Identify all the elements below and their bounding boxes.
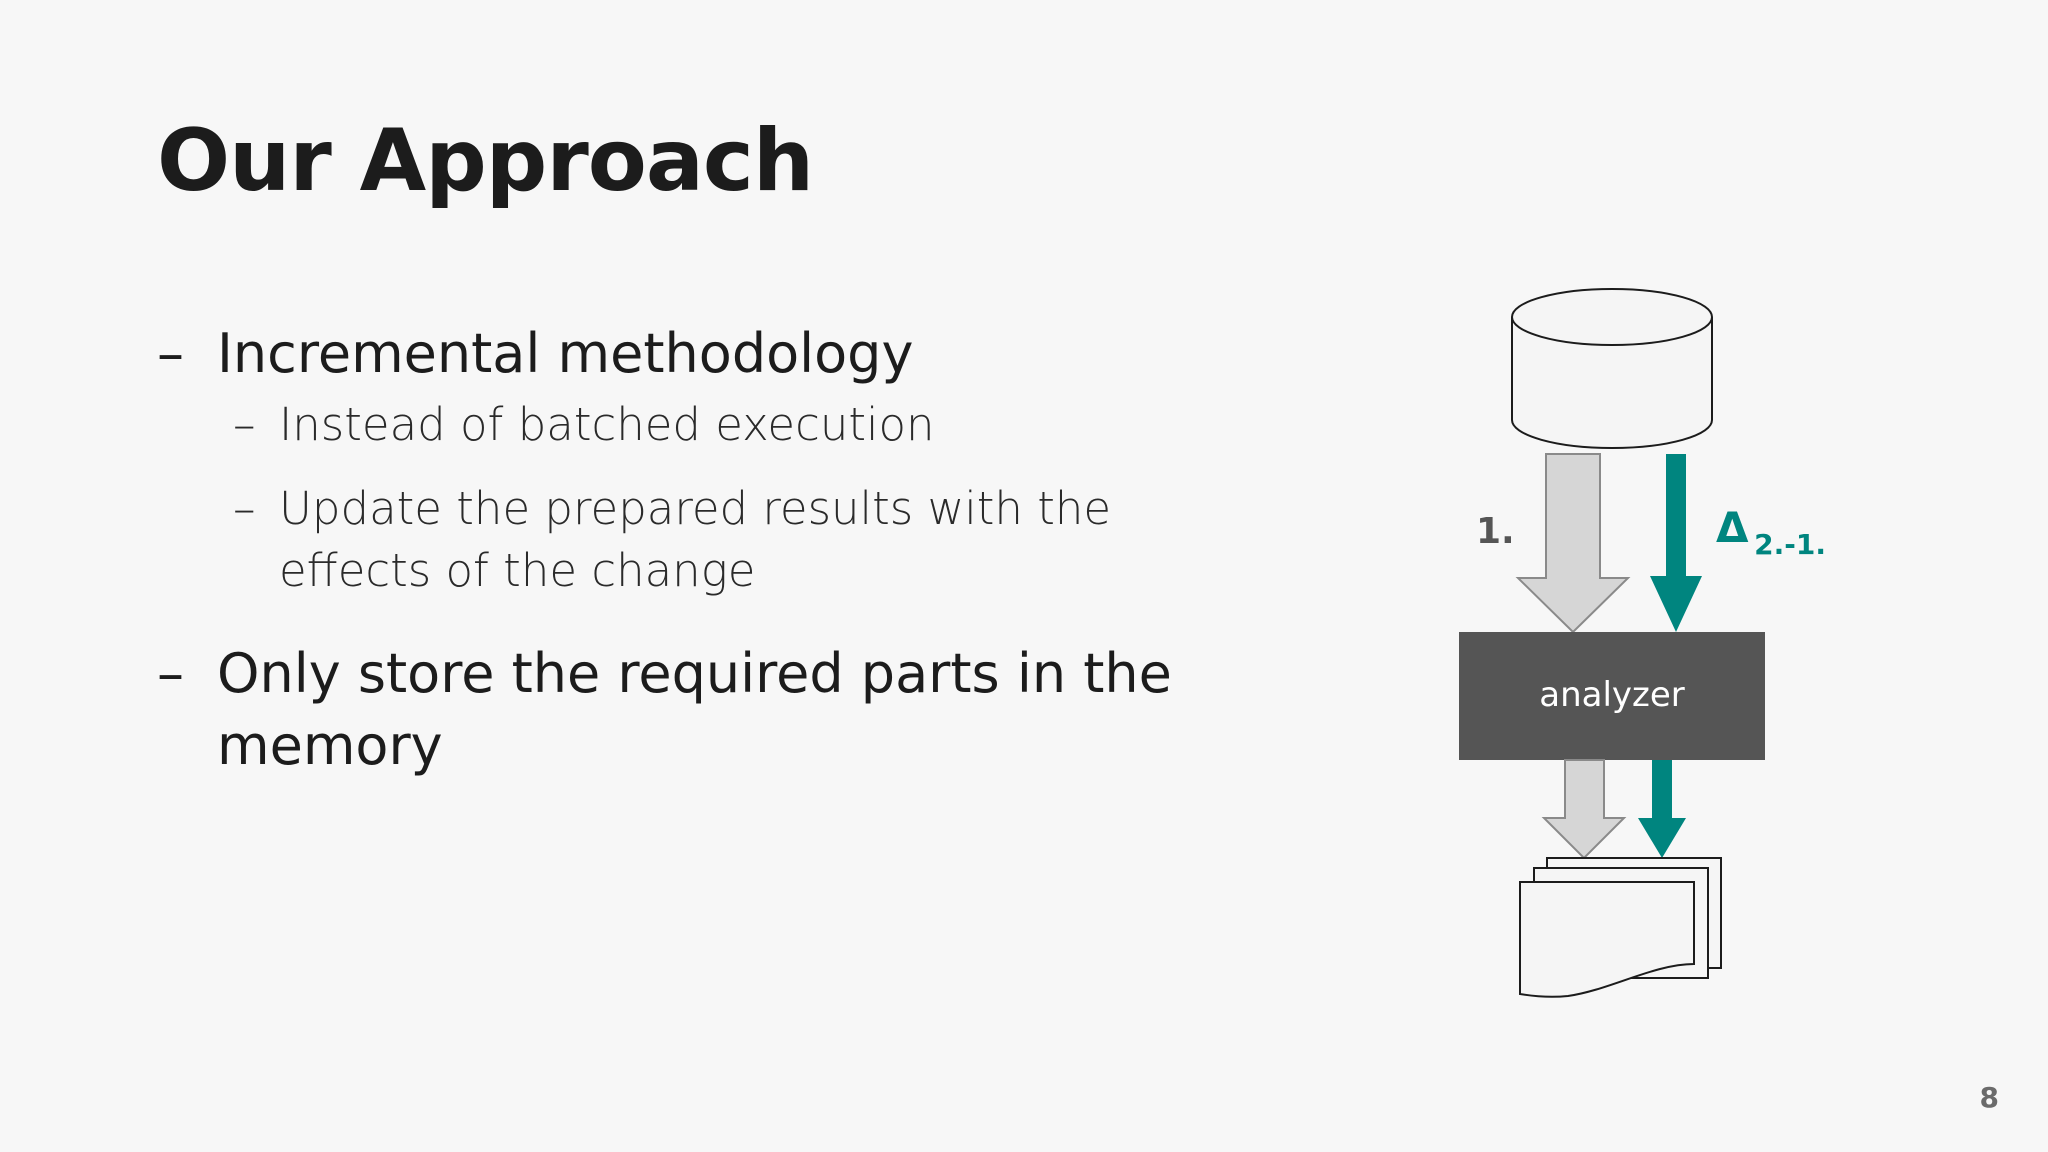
delta-output-arrow	[1638, 760, 1686, 858]
sub-bullet-item: – Update the prepared results with the e…	[233, 478, 1129, 602]
delta-input-arrow	[1650, 454, 1702, 632]
incremental-analysis-diagram: 1. Δ 2.-1. analyzer	[1459, 288, 1826, 998]
database-icon	[1511, 288, 1713, 449]
bullet-text: Incremental methodology	[217, 322, 914, 385]
full-input-arrow	[1515, 453, 1631, 634]
delta-symbol: Δ	[1716, 503, 1749, 552]
analyzer-box	[1459, 632, 1765, 760]
step-label: 1.	[1476, 511, 1515, 552]
bullet-text: Instead of batched execution	[279, 398, 935, 451]
bullet-dash: –	[157, 322, 184, 385]
page-number: 8	[1979, 1081, 1999, 1114]
bullet-text: Update the prepared results with the eff…	[279, 482, 1112, 597]
bullet-item: – Incremental methodology	[157, 318, 1157, 390]
bullet-dash: –	[157, 642, 184, 705]
sub-bullet-item: – Instead of batched execution	[233, 394, 1157, 456]
delta-label: Δ 2.-1.	[1716, 503, 1826, 561]
delta-subscript: 2.-1.	[1754, 528, 1826, 561]
bullet-list: – Incremental methodology – Instead of b…	[157, 318, 1172, 782]
slide-title: Our Approach	[157, 111, 814, 211]
bullet-text: Only store the required parts in the mem…	[217, 642, 1172, 777]
analyzer-label: analyzer	[1539, 675, 1685, 715]
bullet-dash: –	[233, 398, 256, 451]
bullet-item: – Only store the required parts in the m…	[157, 638, 1217, 782]
bullet-dash: –	[233, 482, 256, 535]
result-documents-icon	[1519, 857, 1722, 998]
full-output-arrow	[1541, 759, 1627, 860]
